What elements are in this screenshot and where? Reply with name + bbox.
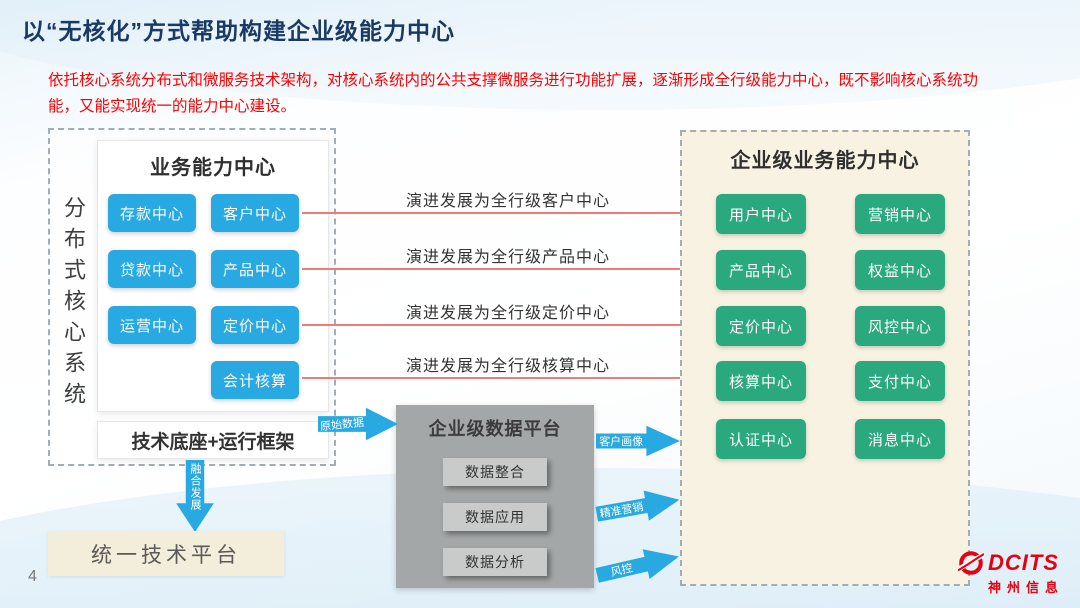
auth-center-chip: 认证中心 (716, 419, 806, 459)
data-analysis-module: 数据分析 (443, 548, 547, 576)
customer-center-chip: 客户中心 (211, 194, 299, 232)
payment-center-chip: 支付中心 (855, 361, 945, 401)
data-integration-module: 数据整合 (443, 458, 547, 486)
customer-profile-arrow-label: 客户画像 (599, 436, 644, 448)
fusion-development-arrow: 融合发展 (176, 460, 214, 532)
fusion-development-arrow-label: 融合发展 (189, 463, 201, 511)
deposit-center-chip: 存款中心 (108, 194, 196, 232)
product-center-chip: 产品中心 (211, 250, 299, 288)
page-number: 4 (28, 568, 37, 585)
evolution-arrow-accounting: 演进发展为全行级核算中心 (302, 352, 716, 383)
business-capability-title: 业务能力中心 (150, 157, 276, 179)
risk-control-arrow-label: 风控 (609, 562, 634, 580)
data-application-module: 数据应用 (443, 503, 547, 531)
evolution-arrow-product: 演进发展为全行级产品中心 (302, 243, 716, 274)
message-center-chip: 消息中心 (855, 419, 945, 459)
slide-subtitle: 依托核心系统分布式和微服务技术架构，对核心系统内的公共支撑微服务进行功能扩展，逐… (48, 72, 979, 115)
evolution-label-pricing: 演进发展为全行级定价中心 (405, 305, 610, 322)
evolution-arrow-pricing: 演进发展为全行级定价中心 (302, 299, 716, 330)
distributed-core-label: 分布式核心系统 (61, 195, 86, 413)
data-platform-panel: 企业级数据平台 数据整合 数据应用 数据分析 (396, 405, 594, 588)
operation-center-chip: 运营中心 (108, 306, 196, 344)
raw-data-arrow-label: 原始数据 (319, 416, 365, 434)
enterprise-product-center-chip: 产品中心 (716, 250, 806, 290)
accounting-center-chip: 会计核算 (211, 361, 299, 399)
slide-title: 以“无核化”方式帮助构建企业级能力中心 (22, 18, 455, 44)
risk-control-arrow: 风控 (593, 540, 682, 592)
precision-marketing-arrow: 精准营销 (594, 483, 683, 531)
evolution-label-accounting: 演进发展为全行级核算中心 (405, 358, 610, 375)
customer-profile-arrow: 客户画像 (596, 425, 680, 457)
risk-center-chip: 风控中心 (855, 306, 945, 346)
evolution-line-product (302, 264, 716, 274)
rights-center-chip: 权益中心 (855, 250, 945, 290)
evolution-line-pricing (302, 320, 716, 330)
evolution-label-customer: 演进发展为全行级客户中心 (405, 193, 610, 210)
enterprise-accounting-center-chip: 核算中心 (716, 361, 806, 401)
enterprise-capability-title: 企业级业务能力中心 (730, 150, 920, 172)
evolution-line-accounting (302, 373, 716, 383)
tech-base-box: 技术底座+运行框架 (97, 421, 329, 459)
dcits-logo-icon (957, 551, 984, 575)
marketing-center-chip: 营销中心 (855, 194, 945, 234)
pricing-center-chip: 定价中心 (211, 306, 299, 344)
unified-tech-platform: 统一技术平台 (48, 531, 284, 576)
enterprise-pricing-center-chip: 定价中心 (716, 306, 806, 346)
dcits-company-text: 神州信息 (987, 580, 1064, 595)
data-platform-title: 企业级数据平台 (428, 419, 562, 439)
loan-center-chip: 贷款中心 (108, 250, 196, 288)
evolution-arrow-customer: 演进发展为全行级客户中心 (302, 187, 716, 218)
dcits-brand-text: DCITS (987, 550, 1059, 575)
evolution-line-customer (302, 208, 716, 218)
evolution-label-product: 演进发展为全行级产品中心 (405, 249, 610, 266)
user-center-chip: 用户中心 (716, 194, 806, 234)
precision-marketing-arrow-label: 精准营销 (598, 501, 645, 521)
dcits-logo: DCITS 神州信息 (957, 550, 1064, 596)
